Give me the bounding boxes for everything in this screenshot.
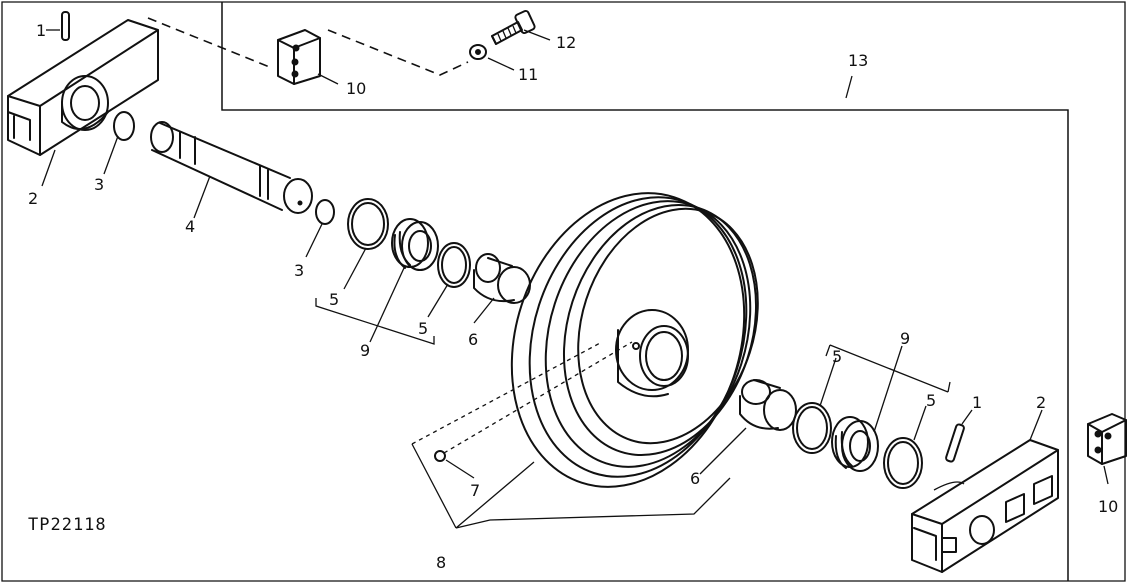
callout-5-fourth: 5 — [926, 391, 936, 410]
callout-10-top: 10 — [346, 79, 366, 98]
part-plug — [434, 341, 633, 462]
assembly-dashed-line — [147, 17, 469, 76]
part-o-ring-4 — [883, 437, 923, 489]
frame-inner-border — [221, 2, 1069, 581]
callout-labels: 1 2 3 4 3 5 9 5 6 7 8 13 10 11 12 6 5 9 … — [28, 21, 1118, 572]
part-bracket-left — [7, 19, 159, 156]
callout-6-right: 6 — [690, 469, 700, 488]
part-pin-left — [61, 11, 70, 41]
callout-5-first: 5 — [329, 290, 339, 309]
callout-1-left: 1 — [36, 21, 46, 40]
callout-12: 12 — [556, 33, 576, 52]
callout-3-left: 3 — [94, 175, 104, 194]
part-washer — [469, 44, 487, 60]
callout-2-right: 2 — [1036, 393, 1046, 412]
callout-1-right: 1 — [972, 393, 982, 412]
part-block-top — [277, 29, 321, 85]
part-o-ring-2 — [437, 242, 471, 288]
part-bushing-right — [739, 379, 797, 431]
part-bracket-right — [911, 439, 1059, 573]
figure-id: TP22118 — [28, 515, 107, 535]
leader-lines — [41, 29, 1109, 529]
part-o-ring-3 — [792, 402, 832, 454]
callout-9-left: 9 — [360, 341, 370, 360]
callout-7: 7 — [470, 481, 480, 500]
part-idler-wheel — [510, 192, 759, 488]
part-pin-right — [945, 423, 965, 463]
part-snap-ring-left — [113, 111, 135, 141]
callout-10-right: 10 — [1098, 497, 1118, 516]
part-seal-left — [391, 218, 439, 271]
callout-5-second: 5 — [418, 319, 428, 338]
callout-11: 11 — [518, 65, 538, 84]
part-shaft — [150, 121, 313, 214]
part-seal-right — [831, 416, 879, 472]
part-bushing-left — [473, 253, 531, 304]
callout-9-right: 9 — [900, 329, 910, 348]
callout-13: 13 — [848, 51, 868, 70]
part-bolt — [491, 9, 536, 45]
part-block-right — [1087, 413, 1127, 465]
callout-2-left: 2 — [28, 189, 38, 208]
part-snap-ring-middle — [315, 199, 335, 225]
callout-5-third: 5 — [832, 347, 842, 366]
callout-6-left: 6 — [468, 330, 478, 349]
callout-3-middle: 3 — [294, 261, 304, 280]
part-o-ring-1 — [347, 198, 389, 250]
callout-4: 4 — [185, 217, 195, 236]
callout-8: 8 — [436, 553, 446, 572]
